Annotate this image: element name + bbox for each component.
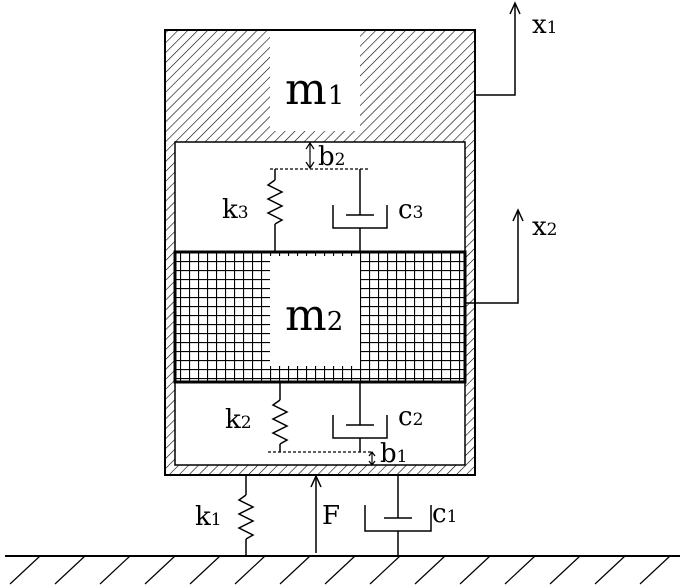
m1-label-window <box>270 31 360 131</box>
spring-k2 <box>271 382 289 452</box>
force-arrow <box>310 474 322 553</box>
x2-label: x2 <box>532 212 558 242</box>
x2-arrow <box>465 208 524 304</box>
m1-label: m1 <box>285 64 344 115</box>
spring-k1 <box>237 475 255 556</box>
k2-label: k2 <box>225 405 252 435</box>
c1-label: c1 <box>432 499 457 529</box>
force-label: F <box>322 501 340 531</box>
m2-label: m2 <box>285 290 343 341</box>
ground <box>5 555 680 585</box>
damper-c2 <box>332 382 388 452</box>
damper-c1 <box>364 475 432 556</box>
x1-label: x1 <box>532 10 558 40</box>
spring-k3 <box>266 169 284 252</box>
m2-label-window <box>270 256 360 366</box>
inner-mass-m2 <box>173 250 467 384</box>
b1-label: b1 <box>380 439 407 469</box>
c2-label: c2 <box>398 402 423 432</box>
b2-label: b2 <box>318 142 345 172</box>
k3-label: k3 <box>222 195 249 225</box>
k1-label: k1 <box>195 502 222 532</box>
c3-label: c3 <box>398 195 423 225</box>
gap-b2 <box>270 141 370 170</box>
damper-c3 <box>332 169 388 252</box>
outer-housing <box>164 29 476 476</box>
gap-b1 <box>268 451 376 466</box>
x1-arrow <box>475 1 521 96</box>
